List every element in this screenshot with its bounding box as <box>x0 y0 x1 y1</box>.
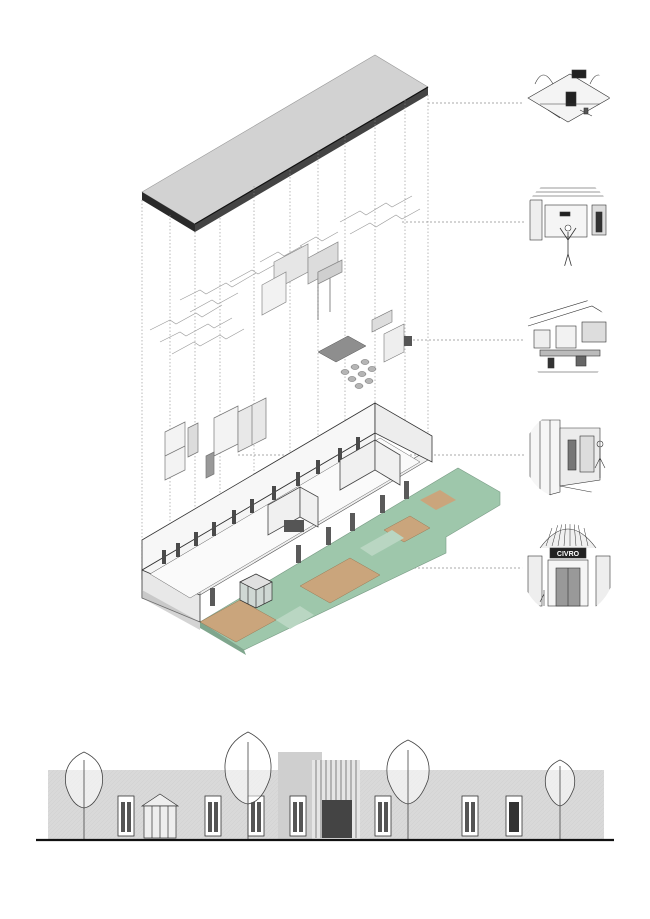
vignette-entrance: CIVRO <box>522 524 614 616</box>
glass-pavilion <box>239 573 273 609</box>
entrance-sign-text: CIVRO <box>557 551 580 558</box>
vignette-presentation-room <box>524 178 612 266</box>
partition-panels-layer <box>261 241 343 320</box>
vignette-roof-detail <box>526 61 610 145</box>
roof-slab <box>141 54 429 232</box>
elevation-pavilion <box>140 793 180 839</box>
vignette-office-interior <box>524 296 612 384</box>
elevation-trees <box>65 731 576 840</box>
glazing-panels-layer <box>164 397 267 481</box>
furniture-layer <box>317 309 412 389</box>
back-wall-windows <box>162 437 360 564</box>
ground-floor-plan <box>141 402 501 655</box>
vignette-corridor <box>524 411 612 499</box>
street-elevation <box>36 731 614 842</box>
